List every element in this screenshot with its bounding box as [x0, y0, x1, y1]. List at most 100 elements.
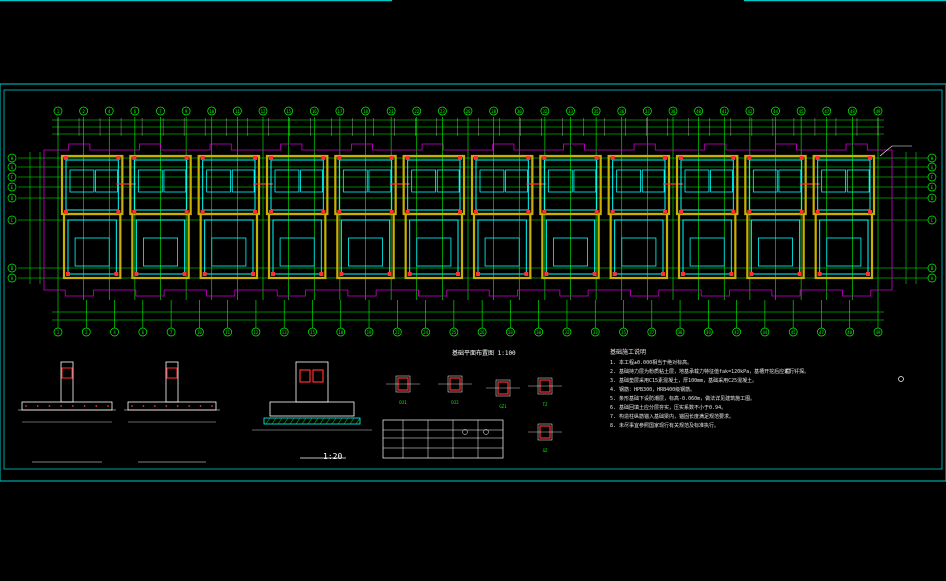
column [132, 156, 137, 160]
wall-stem [165, 361, 179, 403]
axis-bubble-top-label: 45 [799, 109, 804, 114]
column [594, 210, 599, 214]
axis-bubble-top [566, 106, 575, 116]
rebar-dot [48, 405, 51, 407]
axis-bubble-bottom-label: 18 [338, 330, 343, 335]
axis-bubble-bottom-label: 28 [508, 330, 513, 335]
footing-strip-lower [267, 212, 327, 280]
wall-room-a [616, 169, 641, 193]
axis-bubble-top [53, 106, 63, 116]
axis-bubble-bottom-label: 32 [565, 330, 570, 335]
axis-bubble-bottom-label: 37 [649, 330, 654, 335]
axis-bubble-bottom-label: 19 [367, 330, 372, 335]
column-section: GZ1 [486, 379, 520, 409]
inner-frame [3, 89, 943, 470]
column [612, 272, 617, 276]
column [815, 156, 820, 160]
section-detail-3 [252, 361, 372, 459]
wall-room-c [211, 237, 247, 267]
wall-lower [614, 219, 664, 275]
note-line: 3. 基础垫层采用C15素混凝土，厚100mm，基础采用C25混凝土。 [610, 378, 758, 384]
axis-bubble-left-label: B [11, 266, 14, 271]
outer-frame [0, 83, 946, 482]
axis-bubble-top-label: 1 [57, 109, 60, 114]
axis-bubble-bottom-label: 4 [113, 330, 116, 335]
column [182, 272, 187, 276]
axis-bubble-right-label: G [931, 165, 934, 170]
column [389, 156, 394, 160]
wall-lower [272, 219, 322, 275]
footing-strip-lower [404, 212, 464, 280]
wall-room-c [416, 237, 452, 267]
wall-room-c [348, 237, 383, 267]
wall-lower [67, 219, 117, 275]
hatch-line [355, 417, 361, 425]
axis-bubble-right [927, 162, 937, 172]
column [610, 156, 615, 160]
wall-lower [409, 219, 459, 275]
axis-bubble-bottom-label: 7 [170, 330, 173, 335]
footing-strip-lower [472, 212, 532, 280]
axis-bubble-left [7, 273, 17, 283]
axis-bubble-right [927, 182, 937, 192]
footing-strip-lower [131, 212, 190, 280]
axis-bubble-left-label: C [11, 218, 14, 223]
rebar-dot [60, 405, 63, 407]
column [253, 156, 257, 160]
column [405, 210, 410, 214]
axis-bubble-top-label: 15 [286, 109, 291, 114]
axis-bubble-top-label: 12 [261, 109, 266, 114]
hatch-line [283, 417, 289, 425]
column [663, 156, 667, 160]
axis-bubble-top [540, 106, 550, 116]
hatch-line [331, 417, 337, 425]
axis-bubble-bottom-label: 11 [225, 330, 230, 335]
column [526, 156, 531, 160]
wall-upper [338, 159, 393, 211]
notes-header: 基础施工说明 [610, 349, 647, 356]
column-label: TZ [543, 402, 548, 407]
wall-room-a [206, 169, 231, 193]
axis-bubble-top [719, 106, 729, 116]
column [134, 272, 139, 276]
wall-upper [133, 159, 188, 211]
column [321, 210, 326, 214]
axis-bubble-left [7, 193, 17, 203]
footing-strip-upper [60, 154, 124, 216]
wall-room-b [300, 169, 323, 193]
column [731, 210, 736, 214]
column [114, 272, 119, 276]
axis-bubble-right-label: A [931, 276, 934, 281]
wall-room-b [505, 169, 528, 193]
axis-bubble-bottom-label: 13 [282, 330, 287, 335]
rebar-dot [153, 405, 156, 407]
wall-lower [819, 219, 869, 275]
axis-bubble-top-label: 9 [185, 109, 188, 114]
wall-room-b [436, 169, 460, 193]
axis-bubble-top-label: 47 [824, 109, 829, 114]
axis-bubble-top-label: 23 [440, 109, 445, 114]
column-section: TZ [528, 377, 562, 407]
column [66, 272, 70, 276]
column [184, 210, 189, 214]
axis-bubble-top [489, 106, 498, 116]
axis-bubble-bottom-label: 45 [791, 330, 796, 335]
wall-room-a [342, 169, 368, 193]
rebar-dot [165, 405, 168, 407]
footing-strip-upper [470, 154, 534, 216]
hatch-line [313, 417, 319, 425]
wall-room-c [689, 237, 725, 267]
marker-circle [898, 376, 904, 382]
column [594, 156, 599, 160]
column [799, 210, 804, 214]
footing-strip-lower [609, 212, 669, 280]
wall-room-a [547, 169, 573, 193]
footing-strip-upper [402, 154, 466, 216]
axis-bubble-top-label: 26 [466, 109, 471, 114]
column [681, 272, 685, 276]
column-section: GZ [528, 423, 562, 453]
column [200, 210, 205, 214]
axis-bubble-right-label: H [931, 156, 934, 161]
